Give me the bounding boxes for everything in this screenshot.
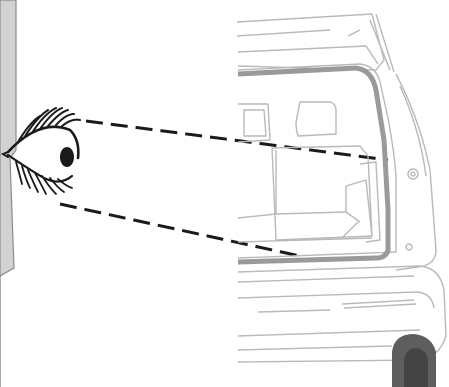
sight-line-upper — [86, 121, 388, 160]
side-panel — [0, 0, 16, 387]
sight-lines — [60, 121, 388, 256]
trunk-seal-highlight — [238, 68, 388, 262]
trunk-compartment — [238, 102, 380, 242]
sight-line-lower — [60, 204, 300, 256]
rear-wheel — [392, 334, 436, 387]
tailgate — [237, 14, 394, 72]
car-rear — [237, 14, 446, 362]
